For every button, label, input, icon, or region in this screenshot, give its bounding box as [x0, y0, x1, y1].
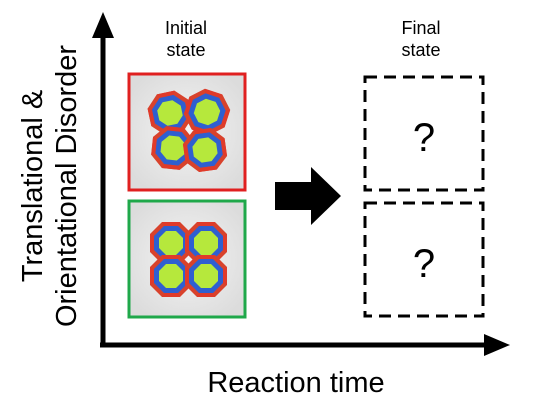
y-axis-label-line2: Orientational Disorder [51, 45, 83, 327]
x-axis [100, 334, 510, 356]
final-state-label-line2: state [401, 40, 440, 60]
disordered-initial-state [127, 72, 247, 192]
final-state-bottom: ? [363, 201, 485, 318]
initial-state-label-line2: state [166, 40, 205, 60]
particle [185, 255, 227, 297]
y-axis [92, 12, 114, 345]
final-state-bottom-frame [363, 201, 485, 318]
y-axis-arrowhead-icon [92, 12, 114, 38]
x-axis-arrowhead-icon [484, 334, 510, 356]
right-arrow-icon [275, 167, 341, 225]
ordered-initial-state [127, 199, 247, 319]
ordered-state-frame [127, 199, 247, 319]
y-axis-label: Translational & Orientational Disorder [17, 45, 83, 327]
initial-state-label-line1: Initial [165, 18, 207, 38]
x-axis-label: Reaction time [207, 367, 384, 399]
final-state-label-line1: Final [401, 18, 440, 38]
final-state-top: ? [363, 75, 485, 192]
final-state-top-question-mark: ? [413, 116, 435, 160]
y-axis-label-line1: Translational & [17, 90, 49, 282]
final-state-bottom-question-mark: ? [413, 242, 435, 286]
final-state-top-frame [363, 75, 485, 192]
